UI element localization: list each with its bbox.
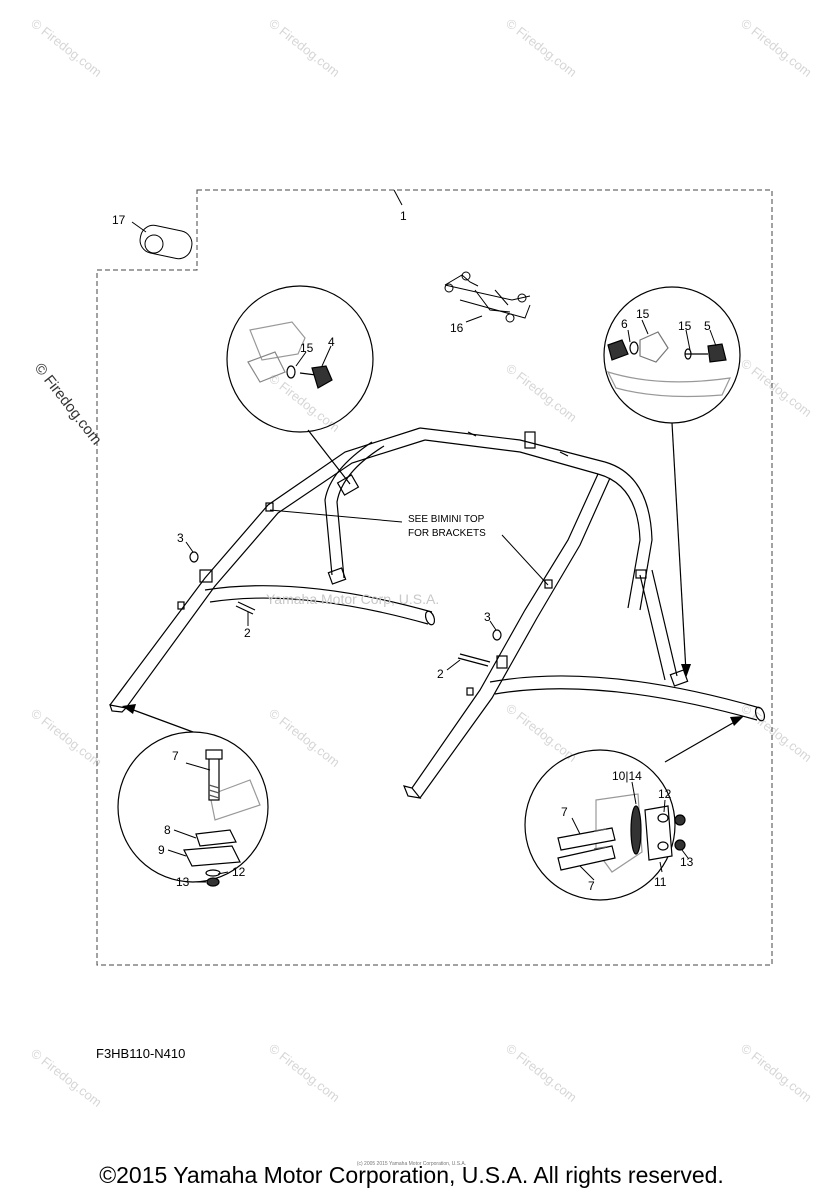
label-part-7: 7	[588, 879, 595, 893]
label-part-7: 7	[561, 805, 568, 819]
side-watermark: © Firedog.com	[31, 360, 105, 448]
diagram-code: F3HB110-N410	[96, 1046, 186, 1061]
watermark: © Firedog.com	[738, 16, 815, 80]
watermark: © Firedog.com	[503, 361, 580, 425]
leader	[131, 221, 147, 233]
watermark: © Firedog.com	[266, 1041, 343, 1105]
detail-circle-bottom-left	[117, 731, 269, 887]
label-part-2: 2	[244, 626, 251, 640]
arrow	[681, 664, 691, 678]
copyright-footer: ©2015 Yamaha Motor Corporation, U.S.A. A…	[99, 1162, 724, 1188]
tower-frame	[109, 427, 766, 799]
arrow	[730, 716, 744, 726]
watermark: © Firedog.com	[738, 1041, 815, 1105]
detail-circle-bottom-right	[524, 749, 686, 901]
label-part-6: 6	[621, 317, 628, 331]
label-part-15: 15	[300, 341, 314, 355]
label-part-15: 15	[636, 307, 650, 321]
label-part-15: 15	[678, 319, 692, 333]
label-part-8: 8	[164, 823, 171, 837]
detail-circle-top-left	[226, 285, 374, 433]
watermark: © Firedog.com	[738, 701, 815, 765]
label-part-10-14: 10|14	[612, 769, 642, 783]
label-part-2: 2	[437, 667, 444, 681]
part-17-cap	[139, 224, 193, 260]
label-part-13: 13	[176, 875, 190, 889]
label-part-7: 7	[172, 749, 179, 763]
part-16-bracket	[444, 271, 531, 323]
watermark: © Firedog.com	[266, 16, 343, 80]
watermark: © Firedog.com	[28, 16, 105, 80]
bimini-note-line1: SEE BIMINI TOP	[408, 514, 485, 525]
assembly-boundary	[96, 189, 773, 966]
fine-print: (c) 2005 2015 Yamaha Motor Corporation, …	[356, 1161, 467, 1167]
watermark: © Firedog.com	[738, 356, 815, 420]
watermark: © Firedog.com	[503, 1041, 580, 1105]
label-part-1: 1	[400, 209, 407, 223]
bimini-note-line2: FOR BRACKETS	[408, 528, 486, 539]
label-part-3: 3	[484, 610, 491, 624]
label-part-17: 17	[112, 213, 126, 227]
leader	[664, 719, 739, 763]
label-part-12: 12	[232, 865, 246, 879]
label-part-5: 5	[704, 319, 711, 333]
watermark-layer: © Firedog.com © Firedog.com © Firedog.co…	[28, 16, 815, 1110]
watermark: © Firedog.com	[28, 1046, 105, 1110]
leader	[671, 422, 687, 673]
label-part-9: 9	[158, 843, 165, 857]
part-leaders	[167, 189, 717, 883]
label-part-4: 4	[328, 335, 335, 349]
detail-circle-top-right	[603, 286, 741, 424]
arrow	[122, 704, 136, 714]
label-part-12: 12	[658, 787, 672, 801]
leader	[307, 429, 351, 485]
label-part-16: 16	[450, 321, 464, 335]
label-part-11: 11	[654, 875, 667, 889]
bimini-leaders	[269, 509, 549, 586]
watermark: © Firedog.com	[266, 706, 343, 770]
watermark: © Firedog.com	[503, 16, 580, 80]
watermark: © Firedog.com	[503, 701, 580, 765]
leader	[465, 315, 483, 323]
label-part-3: 3	[177, 531, 184, 545]
part-labels: 1 17 16 15 4 6 15 15 5 3 2 3 2 7 8 9 12 …	[112, 209, 711, 893]
label-part-13: 13	[680, 855, 694, 869]
embedded-watermark: Yamaha Motor Corp, U.S.A.	[266, 591, 439, 607]
leader	[127, 707, 194, 733]
watermark: © Firedog.com	[28, 706, 105, 770]
